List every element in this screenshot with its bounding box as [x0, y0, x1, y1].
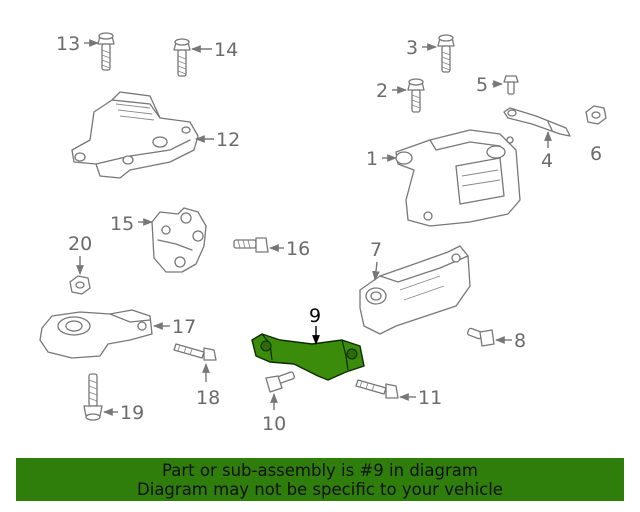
part-3-bolt[interactable]	[437, 34, 455, 73]
callout-17[interactable]: 17	[172, 316, 196, 338]
part-15-bracket[interactable]	[151, 207, 207, 273]
part-12-mount-bracket[interactable]	[71, 91, 199, 179]
callout-1[interactable]: 1	[366, 148, 378, 170]
callout-8[interactable]: 8	[514, 330, 526, 352]
part-7-transmission-mount[interactable]	[359, 245, 471, 335]
callout-9[interactable]: 9	[309, 305, 321, 327]
callout-14[interactable]: 14	[214, 39, 238, 61]
part-11-bolt[interactable]	[355, 379, 399, 399]
callout-16[interactable]: 16	[286, 238, 310, 260]
callout-6[interactable]: 6	[590, 143, 602, 165]
callout-3[interactable]: 3	[406, 37, 418, 59]
callout-2[interactable]: 2	[376, 80, 388, 102]
callout-10[interactable]: 10	[262, 413, 286, 435]
callout-11[interactable]: 11	[418, 387, 442, 409]
part-10-bolt[interactable]	[265, 371, 295, 393]
parts-diagram: 13 14 12 15 16	[39, 32, 607, 435]
banner-line-1: Part or sub-assembly is #9 in diagram	[162, 460, 478, 480]
banner-line-2: Diagram may not be specific to your vehi…	[137, 479, 503, 499]
part-2-bolt[interactable]	[407, 78, 425, 113]
callout-7[interactable]: 7	[370, 239, 382, 261]
part-17-lower-mount[interactable]	[39, 309, 153, 359]
callout-4[interactable]: 4	[541, 150, 553, 172]
part-16-bolt[interactable]	[233, 237, 269, 253]
part-4-bracket-arm[interactable]	[503, 107, 571, 137]
part-19-bolt[interactable]	[83, 373, 103, 421]
part-18-bolt[interactable]	[173, 343, 217, 361]
callout-5[interactable]: 5	[476, 74, 488, 96]
part-8-bolt[interactable]	[466, 327, 495, 347]
part-20-nut[interactable]	[69, 275, 91, 295]
part-13-bolt[interactable]	[97, 32, 115, 71]
part-6-nut[interactable]	[585, 105, 607, 125]
callout-18[interactable]: 18	[196, 387, 220, 409]
callout-20[interactable]: 20	[68, 233, 92, 255]
info-banner: Part or sub-assembly is #9 in diagram Di…	[16, 458, 624, 501]
part-14-bolt[interactable]	[173, 38, 191, 77]
part-1-engine-mount[interactable]	[395, 129, 521, 227]
part-5-bolt[interactable]	[503, 75, 519, 95]
callout-12[interactable]: 12	[216, 129, 240, 151]
callout-15[interactable]: 15	[110, 213, 134, 235]
callout-19[interactable]: 19	[120, 402, 144, 424]
part-9-highlighted-bracket[interactable]	[251, 333, 365, 381]
callout-13[interactable]: 13	[56, 33, 80, 55]
